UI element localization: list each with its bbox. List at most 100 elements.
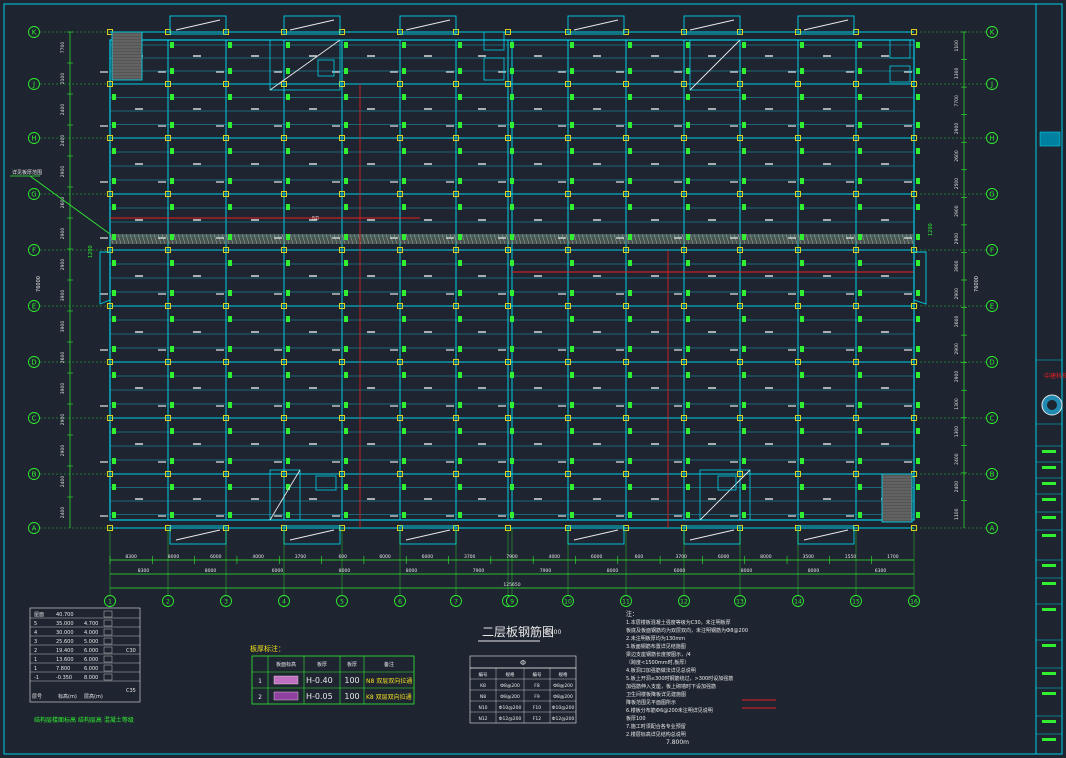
column-marker bbox=[795, 81, 801, 87]
rebar-table-frame bbox=[469, 667, 577, 724]
rebar-tick bbox=[344, 346, 348, 352]
hatch-stroke bbox=[157, 233, 162, 245]
rebar-tick bbox=[800, 178, 804, 184]
column-marker bbox=[223, 471, 229, 477]
hatch-stroke bbox=[125, 233, 130, 245]
floor-plan: N8 bbox=[99, 15, 927, 545]
rebar-tick bbox=[800, 42, 804, 48]
stair-ramp-line bbox=[689, 39, 741, 91]
hatch-stroke bbox=[557, 233, 562, 245]
hatch-stroke bbox=[709, 233, 714, 245]
hatch-stroke bbox=[669, 233, 674, 245]
hatch-stroke bbox=[633, 233, 638, 245]
hatch-stroke bbox=[657, 233, 662, 245]
title-block-label-mark bbox=[1042, 482, 1056, 485]
rebar-tick bbox=[402, 122, 406, 128]
opening-label-mark bbox=[803, 529, 849, 541]
rebar-tick bbox=[344, 316, 348, 322]
rebar-tick bbox=[344, 42, 348, 48]
hatch-stroke bbox=[689, 233, 694, 245]
column-marker bbox=[453, 471, 459, 477]
rebar-table-cell: Ф10@200 bbox=[552, 705, 575, 711]
hatch-stroke bbox=[185, 233, 190, 245]
rebar-tick bbox=[228, 68, 232, 74]
rebar-tick bbox=[916, 178, 920, 184]
hatch-stroke bbox=[465, 233, 470, 245]
rebar-tick bbox=[742, 346, 746, 352]
rebar-tick bbox=[402, 346, 406, 352]
legend-note: N8 双层双向拉通 bbox=[366, 677, 412, 685]
hatch-stroke bbox=[525, 233, 530, 245]
drawing-scale: 1:100 bbox=[544, 629, 561, 636]
rebar-tick bbox=[628, 512, 632, 518]
column-marker bbox=[223, 135, 229, 141]
column-axis-bubble bbox=[506, 595, 518, 607]
rebar-tick bbox=[628, 260, 632, 266]
rebar-tick bbox=[570, 234, 574, 240]
dimension-value-top: 3500 bbox=[802, 554, 814, 560]
title-block-label-mark bbox=[1042, 516, 1056, 519]
hatch-stroke bbox=[649, 233, 654, 245]
stair-ramp-box bbox=[689, 39, 741, 91]
rebar-tick bbox=[800, 68, 804, 74]
rebar-tick bbox=[800, 512, 804, 518]
rebar-tick bbox=[458, 42, 462, 48]
hatch-stroke bbox=[653, 233, 658, 245]
rebar-tick bbox=[344, 204, 348, 210]
rebar-tick bbox=[228, 234, 232, 240]
rebar-tick bbox=[458, 234, 462, 240]
column-marker bbox=[397, 471, 403, 477]
dimension-value-second: 8000 bbox=[808, 568, 820, 574]
rebar-tick bbox=[742, 512, 746, 518]
rebar-tick bbox=[742, 122, 746, 128]
rebar-tick bbox=[800, 484, 804, 490]
rebar-tick bbox=[286, 234, 290, 240]
row-axis-left-label: D bbox=[31, 359, 36, 367]
row-axis-right-label: E bbox=[990, 303, 994, 311]
rebar-tick bbox=[916, 402, 920, 408]
column-marker bbox=[453, 81, 459, 87]
hatch-stroke bbox=[261, 233, 266, 245]
dimension-value-top: 600 bbox=[338, 554, 347, 560]
column-marker bbox=[681, 359, 687, 365]
hatch-stroke bbox=[121, 233, 126, 245]
hatch-stroke bbox=[237, 233, 242, 245]
hatch-stroke bbox=[701, 233, 706, 245]
rebar-tick bbox=[742, 204, 746, 210]
rebar-table-header: 规格 bbox=[559, 671, 568, 678]
rebar-tick bbox=[344, 178, 348, 184]
rebar-tick bbox=[286, 484, 290, 490]
column-marker bbox=[853, 135, 859, 141]
equipment-opening bbox=[317, 59, 335, 77]
opening-box bbox=[797, 15, 855, 35]
company-logo-icon-inner bbox=[1047, 400, 1057, 410]
title-block-label-mark bbox=[1042, 644, 1056, 647]
column-marker bbox=[505, 191, 511, 197]
column-axis-label: 1 bbox=[108, 599, 112, 606]
column-marker bbox=[737, 471, 743, 477]
row-axis-right-label: F bbox=[990, 247, 994, 255]
hatch-stroke bbox=[805, 233, 810, 245]
rebar-tick bbox=[112, 234, 116, 240]
note-line: 降板范围见平面图所示 bbox=[626, 699, 676, 706]
opening-box bbox=[169, 15, 227, 35]
rebar-tick bbox=[228, 402, 232, 408]
row-axis-left-label: B bbox=[32, 471, 37, 479]
stair-ramp-line bbox=[699, 469, 751, 521]
rebar-tick bbox=[170, 512, 174, 518]
rebar-tick bbox=[742, 428, 746, 434]
hatch-stroke bbox=[625, 233, 630, 245]
column-marker bbox=[623, 415, 629, 421]
column-axis-bubble bbox=[278, 595, 290, 607]
rebar-table-header: 编号 bbox=[533, 671, 542, 678]
hatch-stroke bbox=[281, 233, 286, 245]
rebar-tick bbox=[510, 178, 514, 184]
hatch-stroke bbox=[809, 233, 814, 245]
column-marker bbox=[795, 247, 801, 253]
rebar-tick bbox=[800, 234, 804, 240]
rebar-tick bbox=[286, 260, 290, 266]
hatch-stroke bbox=[477, 233, 482, 245]
left-dimension-chain: 7700210024002400290026002900290039003900… bbox=[36, 31, 73, 528]
